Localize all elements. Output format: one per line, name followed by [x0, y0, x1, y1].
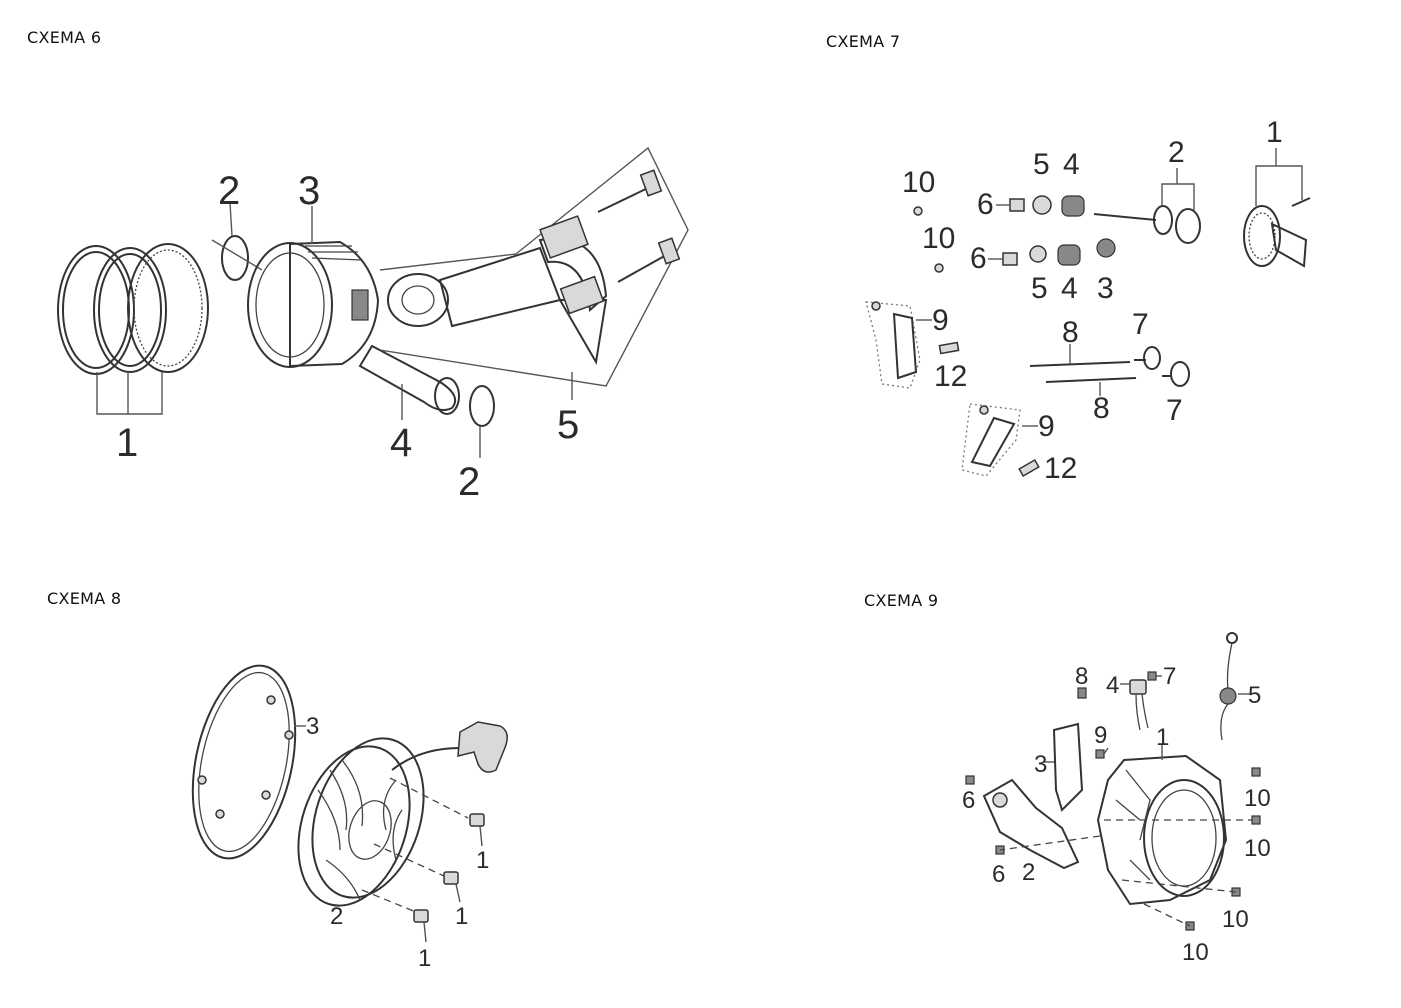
callout: 2	[218, 169, 240, 213]
snap-ring-bottom	[469, 385, 495, 427]
callout: 1	[476, 847, 489, 874]
starter-housing	[297, 737, 425, 907]
callout: 10	[1244, 835, 1271, 862]
starter-handle	[457, 721, 508, 773]
callout: 1	[455, 903, 468, 930]
schema-8-callouts: 3 1 1 1 2	[306, 713, 489, 972]
callout: 6	[992, 861, 1005, 888]
callout: 4	[1106, 672, 1119, 699]
rocker-arm-lower	[961, 403, 1021, 477]
schema-9-title: СХЕМА 9	[864, 591, 939, 610]
callout: 9	[1038, 410, 1055, 443]
callout: 6	[962, 787, 975, 814]
schema-6-title: СХЕМА 6	[27, 28, 102, 47]
callout: 5	[1031, 272, 1048, 305]
valve-springs	[1057, 195, 1085, 266]
shroud	[982, 778, 1080, 870]
schema-9-drawing	[965, 632, 1261, 931]
callout: 8	[1062, 316, 1079, 349]
connecting-rod	[387, 215, 608, 365]
callout: 3	[306, 713, 319, 740]
callout: 4	[1063, 148, 1080, 181]
schema-7-drawing	[865, 148, 1311, 477]
callout: 7	[1166, 394, 1183, 427]
callout: 2	[458, 460, 480, 504]
callout: 3	[298, 169, 320, 213]
piston-rings	[57, 243, 209, 375]
callout: 8	[1093, 392, 1110, 425]
callout: 3	[1034, 751, 1047, 778]
callout: 12	[934, 360, 967, 393]
callout: 10	[1244, 785, 1271, 812]
schema-7-callouts: 10 10 6 6 5 4 5 4 3 2 1 9 12 8 8 7 7 9 1…	[902, 116, 1283, 485]
callout: 8	[1075, 663, 1088, 690]
fan-cover	[1096, 754, 1228, 906]
callout: 10	[1222, 906, 1249, 933]
callout: 1	[1266, 116, 1283, 149]
schema-6-drawing	[57, 146, 689, 458]
piston-pin	[358, 344, 460, 415]
callout: 5	[557, 403, 579, 447]
callout: 7	[1163, 663, 1176, 690]
starter-gasket	[191, 664, 297, 860]
callout: 4	[390, 421, 412, 465]
callout: 1	[116, 421, 138, 465]
callout: 4	[1061, 272, 1078, 305]
snap-ring-top	[221, 235, 249, 281]
callout: 6	[970, 242, 987, 275]
callout: 9	[932, 304, 949, 337]
callout: 10	[902, 166, 935, 199]
callout: 5	[1033, 148, 1050, 181]
piston	[247, 240, 380, 368]
callout: 10	[922, 222, 955, 255]
callout: 1	[1156, 724, 1169, 751]
schema-9-callouts: 8 7 4 5 9 1 3 6 6 2 10 10 10 10	[962, 663, 1271, 966]
callout: 3	[1097, 272, 1114, 305]
callout: 1	[418, 945, 431, 972]
callout: 12	[1044, 452, 1077, 485]
schema-6-callouts: 1 2 3 4 2 5	[116, 169, 579, 504]
side-panel	[1052, 722, 1084, 812]
oil-sensor	[1219, 632, 1238, 741]
callout: 10	[1182, 939, 1209, 966]
schema-7-title: СХЕМА 7	[826, 32, 901, 51]
callout: 6	[977, 188, 994, 221]
callout: 9	[1094, 722, 1107, 749]
callout: 2	[330, 903, 343, 930]
rod-bolts	[597, 169, 681, 283]
schema-8-title: СХЕМА 8	[47, 589, 122, 608]
schema-8-drawing	[191, 664, 508, 943]
callout: 7	[1132, 308, 1149, 341]
rocker-arm-upper	[865, 301, 921, 389]
ignition-coil	[1129, 679, 1149, 731]
callout: 2	[1168, 136, 1185, 169]
starter-bolts	[413, 813, 485, 923]
callout: 2	[1022, 859, 1035, 886]
camshaft	[1243, 205, 1308, 268]
callout: 5	[1248, 682, 1261, 709]
